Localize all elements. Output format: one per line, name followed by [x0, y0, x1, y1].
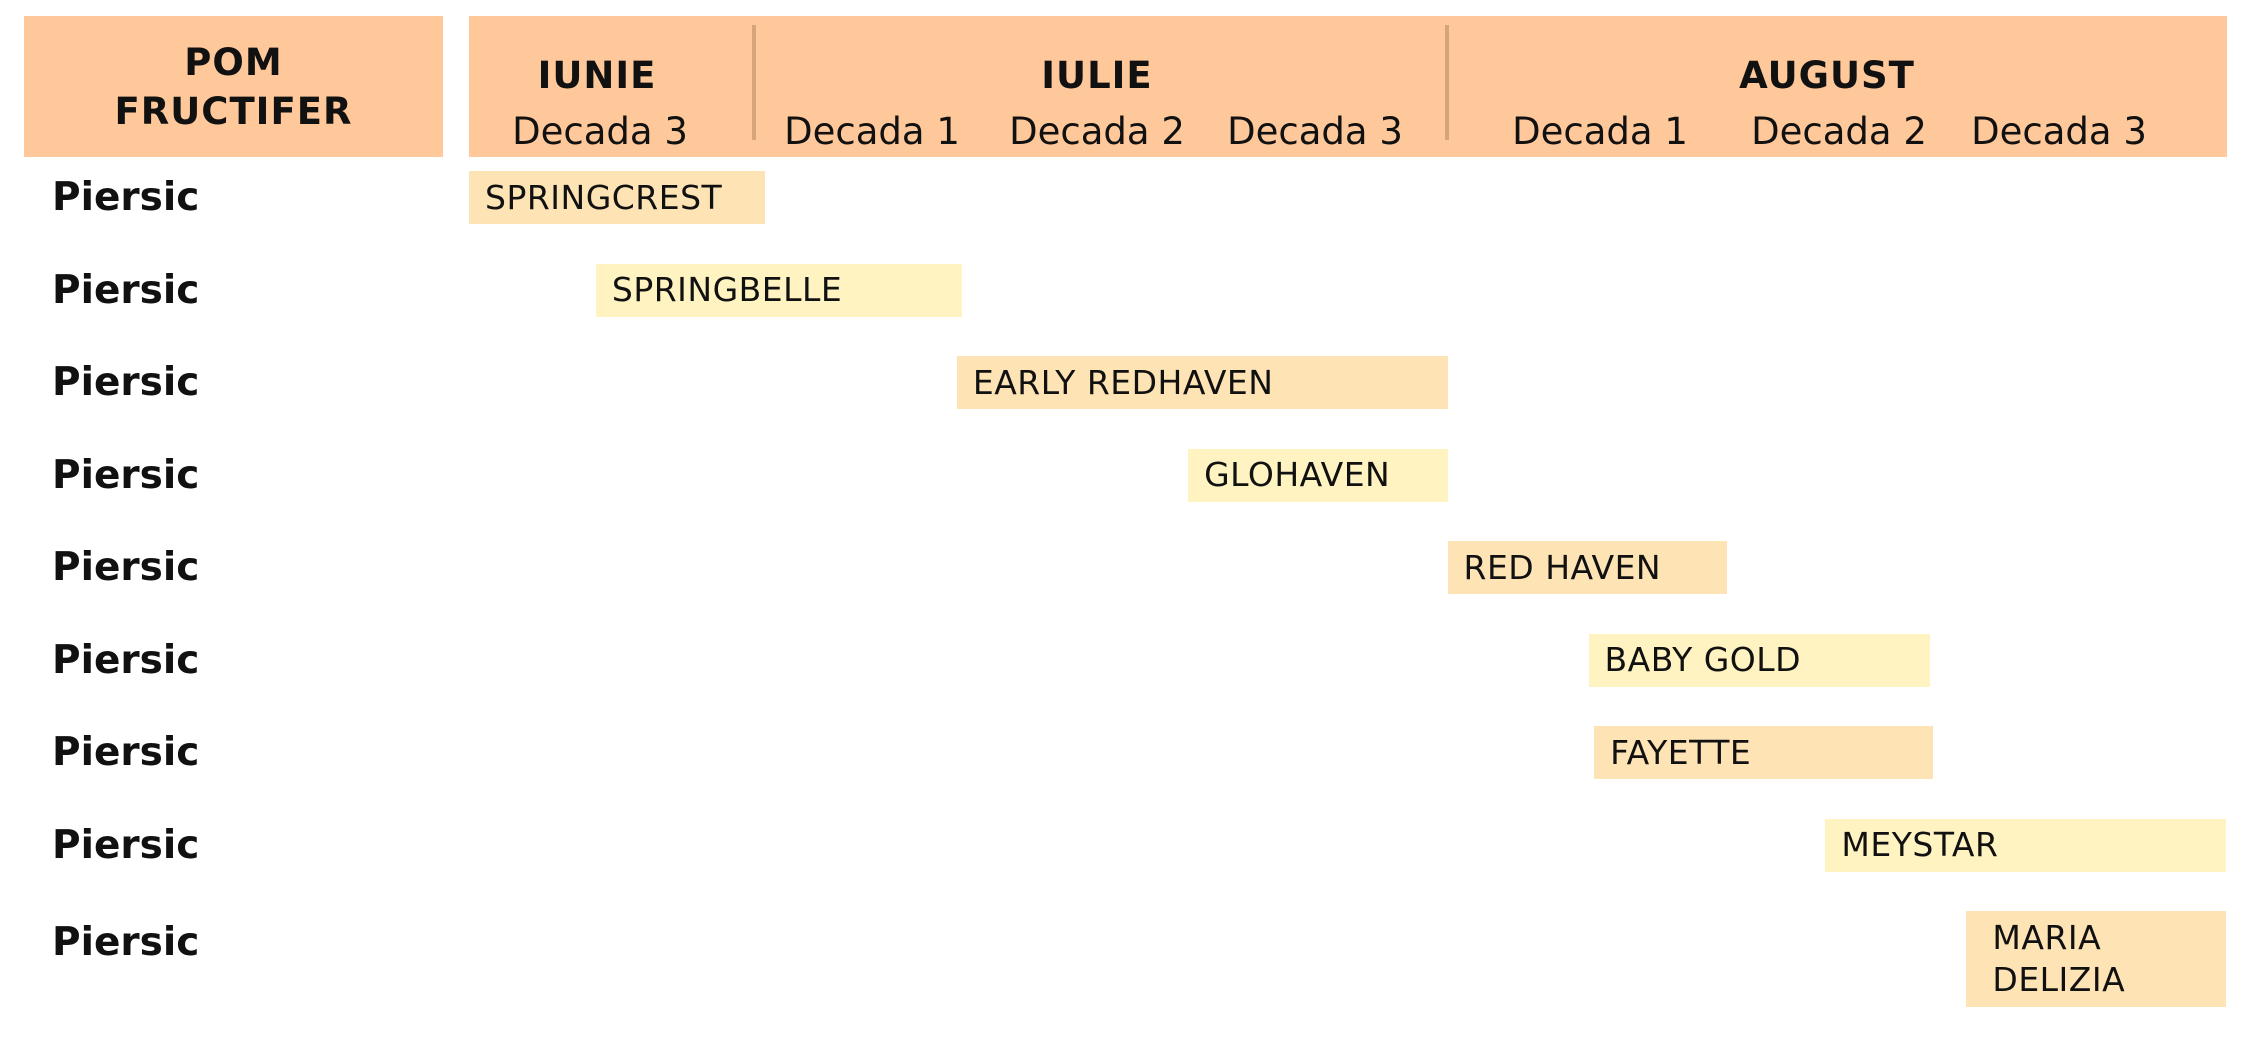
row-label-piersic: Piersic	[52, 360, 200, 405]
row-label-piersic: Piersic	[52, 822, 200, 868]
decade-label: Decada 2	[1009, 110, 1185, 153]
month-label-august: AUGUST	[1739, 54, 1915, 97]
harvest-bar-springcrest: SPRINGCREST	[469, 171, 766, 224]
row-label-piersic: Piersic	[52, 730, 200, 775]
row-label-piersic: Piersic	[52, 637, 200, 683]
column-title-line-1: POM	[184, 40, 283, 84]
harvest-bar-early-redhaven: EARLY REDHAVEN	[956, 356, 1448, 409]
column-title-line-2: FRUCTIFER	[114, 89, 353, 133]
decade-label: Decada 3	[1971, 110, 2147, 153]
timeline-header: IUNIE IULIE AUGUST Decada 3 Decada 1 Dec…	[469, 16, 2227, 157]
harvest-bar-baby-gold: BABY GOLD	[1588, 633, 1930, 687]
month-separator	[752, 25, 756, 140]
decade-label: Decada 3	[512, 110, 688, 153]
month-label-iunie: IUNIE	[537, 54, 657, 97]
decade-label: Decada 1	[784, 110, 960, 153]
decade-label: Decada 1	[1512, 110, 1688, 153]
month-label-iulie: IULIE	[1041, 54, 1153, 97]
month-separator	[1445, 25, 1449, 140]
harvest-bar-maria-delizia: MARIA DELIZIA	[1966, 911, 2226, 1007]
harvest-bar-glohaven: GLOHAVEN	[1188, 448, 1448, 502]
row-label-piersic: Piersic	[52, 267, 200, 313]
harvest-bar-red-haven: RED HAVEN	[1447, 541, 1727, 594]
row-label-piersic: Piersic	[52, 545, 200, 590]
harvest-bar-meystar: MEYSTAR	[1825, 818, 2226, 872]
row-label-piersic: Piersic	[52, 452, 200, 498]
harvest-bar-springbelle: SPRINGBELLE	[595, 263, 963, 317]
decade-label: Decada 3	[1227, 110, 1403, 153]
row-label-piersic: Piersic	[52, 920, 200, 965]
row-label-piersic: Piersic	[52, 175, 200, 220]
decade-label: Decada 2	[1751, 110, 1927, 153]
harvest-bar-fayette: FAYETTE	[1594, 726, 1933, 779]
fruit-tree-column-header: POM FRUCTIFER	[24, 16, 443, 157]
